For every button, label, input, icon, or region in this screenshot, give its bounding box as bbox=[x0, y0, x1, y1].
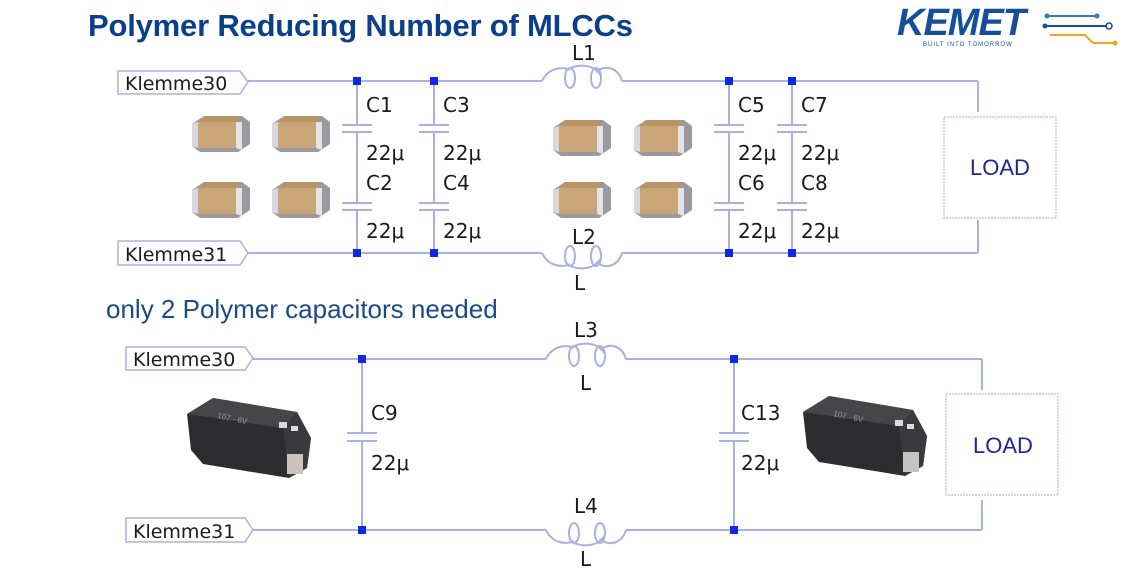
svg-text:Klemme30: Klemme30 bbox=[125, 73, 227, 95]
cap-c4-value: 22μ bbox=[443, 219, 481, 243]
logo-wordmark: KEMET bbox=[897, 2, 1026, 44]
top-circuit: Klemme30 Klemme31 bbox=[117, 41, 1057, 295]
inductor-l1-label: L1 bbox=[572, 41, 596, 65]
cap-c2-value: 22μ bbox=[366, 219, 404, 243]
cap-c1-value: 22μ bbox=[366, 141, 404, 165]
cap-c13-name: C13 bbox=[741, 401, 780, 425]
port-klemme31-top: Klemme31 bbox=[117, 240, 249, 266]
cap-c7-value: 22μ bbox=[801, 141, 839, 165]
cap-c7-name: C7 bbox=[801, 93, 828, 117]
inductor-l4-value: L bbox=[580, 547, 592, 570]
cap-c3-value: 22μ bbox=[443, 141, 481, 165]
kemet-logo: KEMET BUILT INTO TOMORROW bbox=[895, 2, 1125, 54]
cap-c9-name: C9 bbox=[371, 401, 398, 425]
inductor-l3-value: L bbox=[580, 371, 592, 395]
inductor-l2-value: L bbox=[574, 271, 586, 295]
port-klemme31-bottom: Klemme31 bbox=[125, 517, 254, 543]
subtitle: only 2 Polymer capacitors needed bbox=[106, 294, 498, 324]
cap-c6-name: C6 bbox=[738, 171, 765, 195]
cap-c4-name: C4 bbox=[443, 171, 470, 195]
polymer-capacitor-images bbox=[187, 396, 927, 478]
inductor-l4-label: L4 bbox=[574, 494, 598, 518]
: Klemme31 bbox=[133, 521, 235, 543]
cap-c13-value: 22μ bbox=[741, 451, 779, 475]
svg-text:LOAD: LOAD bbox=[970, 155, 1030, 180]
load-box-bottom: LOAD bbox=[945, 393, 1059, 496]
cap-c1-name: C1 bbox=[366, 93, 393, 117]
bottom-circuit: Klemme30 Klemme31 bbox=[125, 318, 1059, 570]
port-klemme30-bottom: Klemme30 bbox=[125, 346, 254, 371]
svg-text:Klemme30: Klemme30 bbox=[133, 349, 235, 371]
svg-text:LOAD: LOAD bbox=[973, 433, 1033, 458]
circuit-trace-icon bbox=[1042, 13, 1118, 46]
cap-c8-value: 22μ bbox=[801, 219, 839, 243]
cap-c9-value: 22μ bbox=[371, 451, 409, 475]
cap-c2-name: C2 bbox=[366, 171, 393, 195]
cap-c5-value: 22μ bbox=[738, 141, 776, 165]
svg-text:Klemme31: Klemme31 bbox=[125, 244, 227, 266]
cap-c5-name: C5 bbox=[738, 93, 765, 117]
load-box-top: LOAD bbox=[943, 116, 1057, 219]
inductor-l3-label: L3 bbox=[574, 318, 598, 342]
cap-c8-name: C8 bbox=[801, 171, 828, 195]
cap-c3-name: C3 bbox=[443, 93, 470, 117]
slide-title: Polymer Reducing Number of MLCCs bbox=[88, 8, 633, 43]
port-klemme30-top: Klemme30 bbox=[117, 70, 249, 95]
cap-c6-value: 22μ bbox=[738, 219, 776, 243]
logo-tagline: BUILT INTO TOMORROW bbox=[923, 42, 1013, 48]
inductor-l2-label: L2 bbox=[572, 225, 596, 249]
